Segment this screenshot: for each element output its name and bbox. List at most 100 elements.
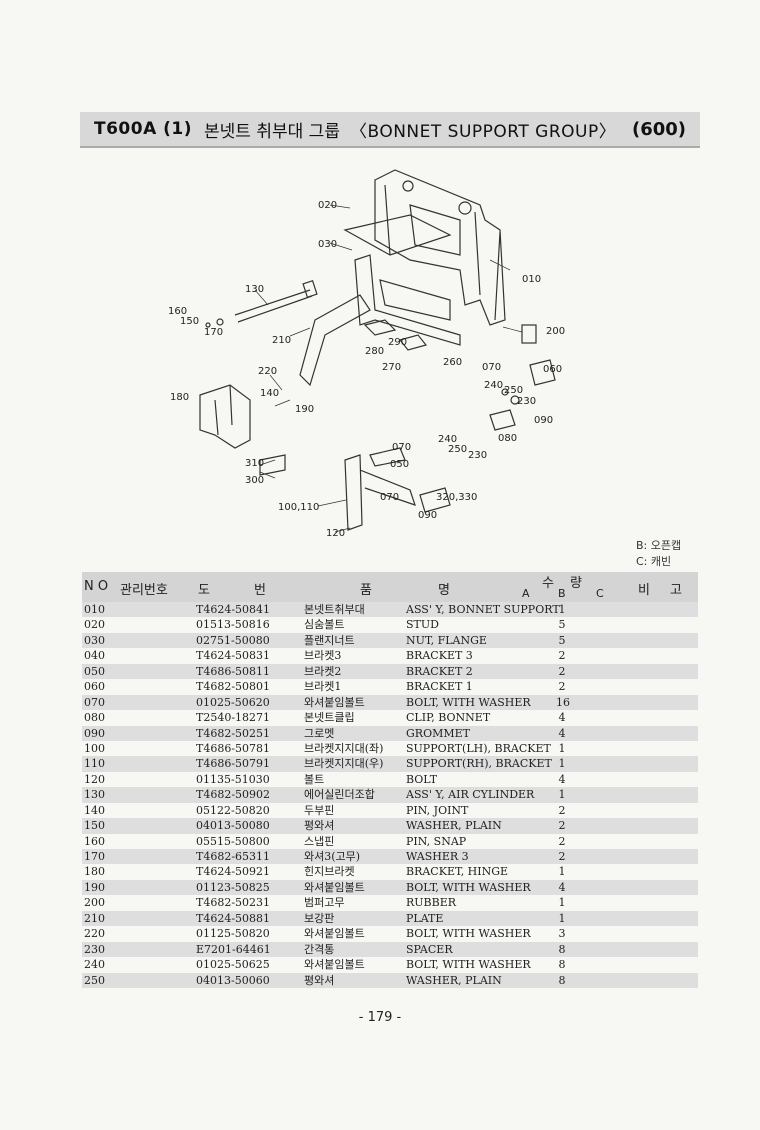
- part-name-english: ASS' Y, AIR CYLINDER: [406, 788, 535, 802]
- part-code: T4686-50781: [196, 741, 271, 755]
- header-su: 수: [542, 576, 554, 591]
- part-no: 230: [84, 942, 105, 956]
- bonnet-clip: [489, 409, 516, 431]
- header-beon: 번: [254, 583, 266, 598]
- header-mgmt: 관리번호: [120, 583, 168, 598]
- part-name-korean: 스냅핀: [304, 834, 335, 848]
- group-title-english: 〈BONNET SUPPORT GROUP〉: [349, 121, 617, 142]
- part-code: 05122-50820: [196, 803, 270, 817]
- part-name-english: WASHER, PLAIN: [406, 973, 502, 987]
- part-name-english: SUPPORT(LH), BRACKET: [406, 741, 551, 755]
- part-code: 02751-50080: [196, 633, 270, 647]
- bracket-2: [419, 487, 451, 513]
- header-do: 도: [198, 583, 210, 598]
- callout-280: 280: [365, 346, 384, 357]
- part-no: 130: [84, 788, 105, 802]
- part-quantity: 3: [558, 927, 566, 941]
- part-quantity: 1: [558, 896, 566, 910]
- header-myeong: 명: [438, 583, 450, 598]
- part-name-english: BOLT, WITH WASHER: [406, 958, 531, 972]
- part-name-korean: 와셔붙임볼트: [304, 927, 365, 941]
- part-name-english: BRACKET 3: [406, 649, 473, 663]
- part-quantity: 16: [556, 695, 570, 709]
- part-quantity: 2: [558, 834, 566, 848]
- part-name-english: BOLT: [406, 772, 438, 786]
- part-quantity: 4: [558, 880, 566, 894]
- callout-180: 180: [170, 392, 189, 403]
- part-code: T4682-50801: [196, 680, 271, 694]
- part-name-korean: 보강판: [304, 911, 335, 925]
- air-cylinder: [234, 289, 313, 323]
- callout-140: 140: [260, 388, 279, 399]
- top-plate: [343, 214, 452, 256]
- part-name-korean: 범퍼고무: [304, 896, 345, 910]
- part-name-korean: 와셔붙임볼트: [304, 880, 365, 894]
- part-quantity: 1: [558, 757, 566, 771]
- part-quantity: 1: [558, 865, 566, 879]
- part-quantity: 2: [558, 649, 566, 663]
- part-code: 04013-50080: [196, 819, 270, 833]
- group-title-korean: 본넷트 취부대 그룹: [204, 121, 340, 142]
- part-code: T2540-18271: [196, 711, 271, 725]
- part-quantity: 2: [558, 819, 566, 833]
- hinge-bracket: [199, 384, 251, 449]
- callout-070-c: 070: [380, 492, 399, 503]
- part-quantity: 1: [558, 911, 566, 925]
- part-code: E7201-64461: [196, 942, 271, 956]
- legend-c: C: 캐빈: [636, 555, 672, 568]
- part-name-korean: 브라켓지지대(좌): [304, 741, 384, 755]
- part-name-korean: 에어실린더조합: [304, 788, 375, 802]
- part-code: T4624-50921: [196, 865, 271, 879]
- table-row: 130 T4682-50902 에어실린더조합 ASS' Y, AIR CYLINDE…: [82, 787, 698, 803]
- part-name-english: ASS' Y, BONNET SUPPORT: [406, 603, 560, 616]
- part-quantity: 4: [558, 726, 566, 740]
- part-name-english: BRACKET 2: [406, 664, 473, 678]
- header-a: A: [522, 587, 530, 600]
- group-number: (600): [631, 118, 686, 140]
- part-quantity: 1: [558, 741, 566, 755]
- part-code: T4682-50902: [196, 788, 271, 802]
- callout-300: 300: [245, 475, 264, 486]
- callout-160: 160: [168, 306, 187, 317]
- part-name-korean: 심숨볼트: [304, 618, 345, 632]
- title-bar: T600A (1) 본넷트 취부대 그룹 〈BONNET SUPPORT GRO…: [80, 112, 700, 148]
- part-no: 030: [84, 633, 105, 647]
- callout-260: 260: [443, 357, 462, 368]
- callout-220: 220: [258, 366, 277, 377]
- part-name-korean: 와셔붙임볼트: [304, 958, 365, 972]
- part-name-english: RUBBER: [406, 896, 457, 910]
- callout-020: 020: [318, 200, 337, 211]
- part-name-english: PLATE: [406, 911, 444, 925]
- part-no: 090: [84, 726, 105, 740]
- callout-250-b: 250: [448, 444, 467, 455]
- callout-230-a: 230: [517, 396, 536, 407]
- callout-090-a: 090: [534, 415, 553, 426]
- part-name-english: STUD: [406, 618, 439, 632]
- part-code: 01123-50825: [196, 880, 270, 894]
- part-no: 210: [84, 911, 105, 925]
- part-name-korean: 브라켓2: [304, 664, 342, 678]
- part-name-korean: 그로멧: [304, 726, 335, 740]
- callout-070-a: 070: [482, 362, 501, 373]
- part-no: 080: [84, 711, 105, 725]
- callout-150: 150: [180, 316, 199, 327]
- part-no: 020: [84, 618, 105, 632]
- header-no: N O: [84, 579, 109, 594]
- part-quantity: 2: [558, 803, 566, 817]
- part-no: 250: [84, 973, 105, 987]
- part-quantity: 1: [558, 788, 566, 802]
- part-code: 01513-50816: [196, 618, 270, 632]
